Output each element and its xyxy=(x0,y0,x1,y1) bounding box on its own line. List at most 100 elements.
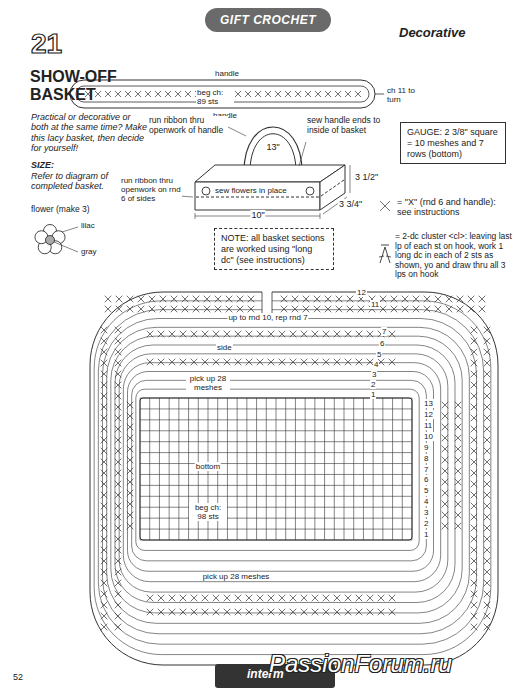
x-stitch xyxy=(314,306,321,313)
x-stitch xyxy=(471,503,478,510)
x-stitch xyxy=(442,468,449,475)
row-number: 5 xyxy=(423,486,429,495)
x-stitch xyxy=(169,359,176,366)
x-stitch xyxy=(279,359,286,366)
x-stitch xyxy=(169,595,176,602)
x-stitch xyxy=(471,338,478,345)
x-stitch xyxy=(468,306,475,313)
x-stitch xyxy=(202,595,209,602)
mesh-line xyxy=(334,398,335,540)
x-stitch xyxy=(457,306,464,313)
x-stitch xyxy=(101,525,108,532)
x-stitch xyxy=(323,331,330,338)
x-stitch xyxy=(471,569,478,576)
x-stitch xyxy=(257,595,264,602)
x-stitch xyxy=(455,479,462,486)
x-stitch xyxy=(101,437,108,444)
x-stitch xyxy=(484,393,491,400)
x-stitch xyxy=(334,609,341,616)
x-stitch xyxy=(160,306,167,313)
x-stitch xyxy=(484,338,491,345)
x-stitch xyxy=(292,296,299,303)
x-stitch xyxy=(455,468,462,475)
x-stitch xyxy=(127,435,134,442)
x-stitch xyxy=(471,360,478,367)
x-stitch xyxy=(101,481,108,488)
x-stitch xyxy=(105,296,112,303)
dimension-line xyxy=(350,165,351,193)
x-stitch xyxy=(301,331,308,338)
x-stitch xyxy=(202,359,209,366)
x-stitch xyxy=(265,91,271,97)
x-stitch xyxy=(101,613,108,620)
basket-flower xyxy=(202,187,210,195)
x-stitch xyxy=(455,402,462,409)
mesh-line xyxy=(295,398,296,540)
x-stitch xyxy=(127,501,134,508)
x-stitch xyxy=(380,201,390,211)
x-stitch xyxy=(268,609,275,616)
x-stitch xyxy=(378,609,385,616)
x-stitch xyxy=(484,492,491,499)
x-stitch xyxy=(101,349,108,356)
x-stitch xyxy=(235,609,242,616)
x-stitch xyxy=(127,413,134,420)
x-stitch xyxy=(193,296,200,303)
x-stitch xyxy=(160,296,167,303)
x-stitch xyxy=(101,580,108,587)
x-stitch xyxy=(147,331,154,338)
x-stitch xyxy=(180,331,187,338)
x-stitch xyxy=(285,91,291,97)
chart-note: beg ch: 89 sts xyxy=(196,88,234,106)
x-stitch xyxy=(484,349,491,356)
row-number: 3 xyxy=(371,370,377,379)
x-stitch xyxy=(281,306,288,313)
x-stitch xyxy=(471,415,478,422)
x-stitch xyxy=(455,413,462,420)
x-stitch xyxy=(101,360,108,367)
x-stitch xyxy=(484,624,491,631)
leader-line xyxy=(299,142,306,166)
mesh-line xyxy=(392,398,393,540)
part-label: handle xyxy=(214,69,240,78)
row-number: 1 xyxy=(370,390,376,399)
x-stitch xyxy=(213,359,220,366)
x-stitch xyxy=(101,569,108,576)
x-stitch xyxy=(171,306,178,313)
x-stitch xyxy=(471,492,478,499)
x-stitch xyxy=(226,306,233,313)
x-stitch xyxy=(471,481,478,488)
x-stitch xyxy=(347,306,354,313)
x-stitch xyxy=(471,514,478,521)
x-stitch xyxy=(334,359,341,366)
x-stitch xyxy=(413,296,420,303)
assembly-note: run ribbon thru openwork on rnd 6 of sid… xyxy=(120,176,182,204)
x-stitch xyxy=(180,359,187,366)
legend-text: = "X" (rnd 6 and handle): see instructio… xyxy=(396,197,510,217)
x-stitch xyxy=(471,481,478,488)
x-stitch xyxy=(301,359,308,366)
x-stitch xyxy=(391,296,398,303)
row-number: 6 xyxy=(423,475,429,484)
x-stitch xyxy=(484,580,491,587)
x-stitch xyxy=(213,609,220,616)
category-label: Decorative xyxy=(398,26,466,41)
x-stitch xyxy=(355,91,361,97)
x-stitch xyxy=(391,296,398,303)
x-stitch xyxy=(115,503,122,510)
x-stitch xyxy=(245,91,251,97)
x-stitch xyxy=(281,296,288,303)
x-stitch xyxy=(442,490,449,497)
x-stitch xyxy=(127,479,134,486)
x-stitch xyxy=(468,306,475,313)
row-number: 3 xyxy=(423,508,429,517)
x-stitch xyxy=(455,490,462,497)
x-stitch xyxy=(180,609,187,616)
x-stitch xyxy=(101,459,108,466)
x-stitch xyxy=(413,296,420,303)
x-stitch xyxy=(442,501,449,508)
leader-line xyxy=(62,227,78,232)
mesh-line xyxy=(140,485,412,486)
x-stitch xyxy=(101,349,108,356)
x-stitch xyxy=(442,446,449,453)
